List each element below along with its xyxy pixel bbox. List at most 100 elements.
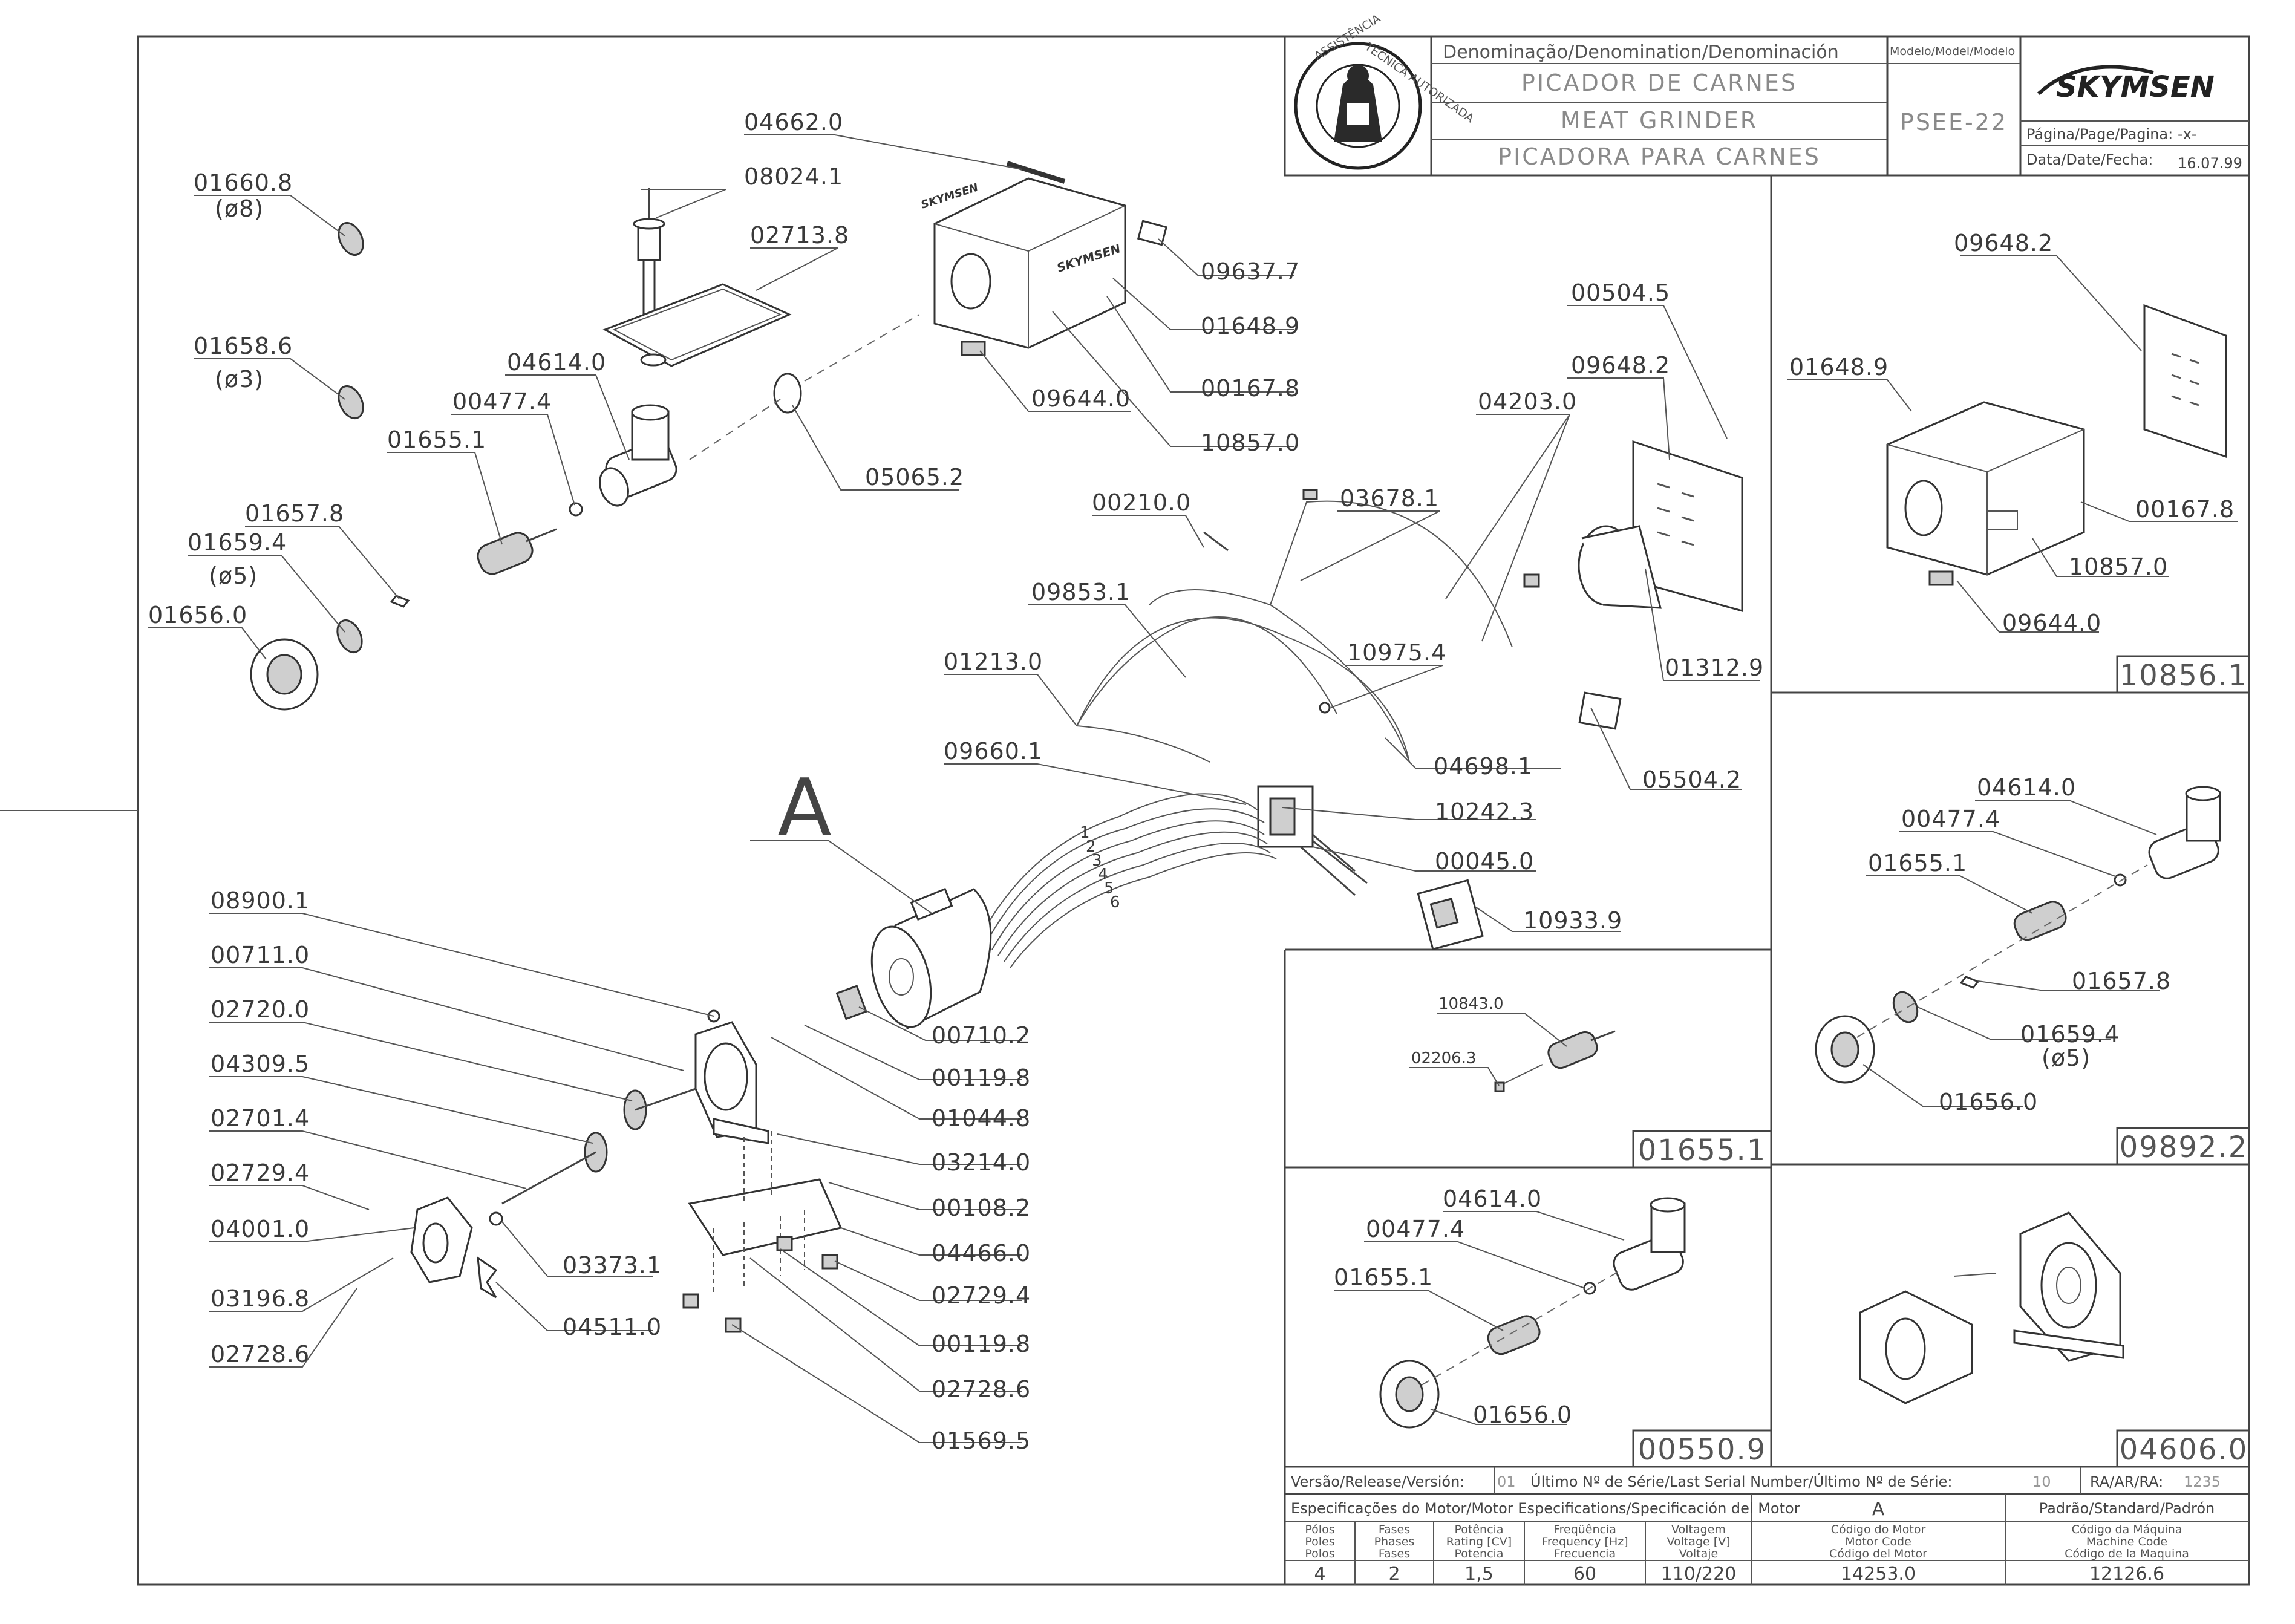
label-00119-8-b: 00119.8 [932, 1331, 1031, 1357]
ra-label: RA/AR/RA: [2090, 1473, 2163, 1490]
label-04662-0: 04662.0 [744, 109, 843, 135]
voltage-label-en: Voltage [V] [1667, 1535, 1730, 1548]
panel-10856-code: 10856.1 [2120, 659, 2248, 693]
date-value: 16.07.99 [2178, 155, 2242, 172]
switch-plate [1417, 879, 1484, 951]
release-value: 01 [1497, 1473, 1516, 1490]
panel-04606-code: 04606.0 [2120, 1433, 2248, 1467]
grinder-body [599, 404, 677, 507]
authorized-service-seal: ASSISTÊNCIA TÉCNICA AUTORIZADA [1294, 11, 1477, 170]
label-05504-2: 05504.2 [1642, 766, 1742, 793]
worm-screw [477, 528, 557, 575]
brand-name: SKYMSEN [2056, 70, 2215, 104]
power-label-pt: Potência [1455, 1523, 1504, 1536]
base-plate [682, 1131, 843, 1333]
label-02728-6-a: 02728.6 [211, 1341, 310, 1368]
motor-code-label-en: Motor Code [1845, 1535, 1911, 1548]
label-00504-5: 00504.5 [1571, 279, 1670, 306]
wire-number-4: 4 [1098, 866, 1108, 884]
label-01659-4-diameter: (ø5) [209, 563, 258, 589]
label-00119-8-a: 00119.8 [932, 1065, 1031, 1091]
title-block: ASSISTÊNCIA TÉCNICA AUTORIZADA Denominaç… [1284, 11, 2250, 177]
panel-01655: 10843.0 02206.3 [1409, 995, 1616, 1092]
panel-09892-knife [1959, 976, 1980, 989]
motor-letter: A [1872, 1499, 1885, 1520]
washer [569, 502, 583, 517]
phases-value: 2 [1388, 1564, 1400, 1585]
fan-guard [1578, 525, 1662, 609]
label-09637-7: 09637.7 [1201, 258, 1300, 285]
label-00167-8: 00167.8 [1201, 375, 1300, 402]
panel-09892-label-5: 01659.4 [2020, 1021, 2120, 1048]
poles-label-en: Poles [1305, 1535, 1334, 1548]
panel-00550-label-1: 04614.0 [1443, 1185, 1542, 1212]
motor-pulley [835, 985, 867, 1020]
label-09853-1: 09853.1 [1031, 579, 1131, 605]
machine-code-label-en: Machine Code [2086, 1535, 2167, 1548]
cable-clip [1203, 531, 1229, 552]
assembly-letter: A [778, 761, 832, 853]
panel-01655-code: 01655.1 [1638, 1133, 1767, 1167]
panel-09892-label-4: 01657.8 [2072, 968, 2171, 994]
label-05065-2: 05065.2 [865, 464, 964, 491]
machine-code-value: 12126.6 [2089, 1564, 2164, 1585]
panel-10856-label-5: 09644.0 [2002, 610, 2101, 636]
label-01655-1: 01655.1 [387, 426, 486, 453]
label-02728-6-b: 02728.6 [932, 1376, 1031, 1403]
label-03373-1: 03373.1 [563, 1252, 662, 1279]
label-01312-9: 01312.9 [1665, 654, 1764, 681]
date-label: Data/Date/Fecha: [2026, 151, 2153, 168]
denomination-label: Denominação/Denomination/Denominación [1443, 42, 1839, 63]
label-08024-1: 08024.1 [744, 163, 843, 190]
label-04466-0: 04466.0 [932, 1240, 1031, 1267]
label-10933-9: 10933.9 [1523, 907, 1622, 934]
label-01660-8: 01660.8 [194, 169, 293, 196]
machine-code-label-es: Código de la Maquina [2065, 1547, 2189, 1560]
panel-09892-label-3: 01655.1 [1868, 850, 1967, 876]
panel-10856-rear-plate [2143, 304, 2227, 458]
label-03678-1: 03678.1 [1340, 485, 1439, 512]
standard-label: Padrão/Standard/Padrón [2039, 1500, 2215, 1517]
panel-01655-label-1: 10843.0 [1438, 995, 1504, 1013]
wire-number-5: 5 [1104, 879, 1114, 898]
phases-label-pt: Fases [1379, 1523, 1410, 1536]
model-label: Modelo/Model/Modelo [1890, 45, 2015, 58]
page-value: -x- [2178, 126, 2197, 143]
product-name-pt: PICADOR DE CARNES [1521, 70, 1797, 96]
panel-00550-worm [1487, 1315, 1541, 1355]
gearbox-housing [694, 1009, 769, 1144]
power-label-en: Rating [CV] [1446, 1535, 1512, 1548]
page-label: Página/Page/Pagina: [2026, 126, 2173, 143]
panel-09892-label-1: 04614.0 [1977, 774, 2076, 801]
panel-10856-label-4: 10857.0 [2069, 553, 2168, 580]
label-04614-0: 04614.0 [507, 349, 606, 376]
label-02720-0: 02720.0 [211, 996, 310, 1023]
star-key [477, 1256, 498, 1299]
last-serial-label: Último Nº de Série/Last Serial Number/Úl… [1530, 1472, 1952, 1490]
label-02729-4-a: 02729.4 [211, 1159, 310, 1186]
label-10242-3: 10242.3 [1435, 798, 1534, 825]
instruction-label [1578, 691, 1622, 730]
label-04001-0: 04001.0 [211, 1216, 310, 1242]
panel-10856-housing [1886, 401, 2085, 576]
panel-09892-code-box: 09892.2 [2116, 1127, 2250, 1166]
power-value: 1,5 [1464, 1564, 1494, 1585]
panel-04606-front-flange [1859, 1290, 1973, 1404]
wire-harness [979, 793, 1277, 968]
voltage-value: 110/220 [1661, 1564, 1737, 1585]
label-01569-5: 01569.5 [932, 1427, 1031, 1454]
label-08900-1: 08900.1 [211, 887, 310, 914]
panel-04606-gear-housing [2013, 1211, 2124, 1362]
wire-number-1: 1 [1080, 824, 1090, 842]
freq-label-en: Frequency [Hz] [1541, 1535, 1628, 1548]
warning-label [1137, 220, 1168, 246]
label-09644-0: 09644.0 [1031, 385, 1131, 412]
label-01658-6: 01658.6 [194, 333, 293, 359]
gears [501, 1088, 696, 1205]
panel-01655-pin [1494, 1081, 1505, 1092]
voltage-label-es: Voltaje [1679, 1547, 1719, 1560]
label-02713-8: 02713.8 [750, 222, 849, 249]
label-01044-8: 01044.8 [932, 1105, 1031, 1132]
terminal-block [1257, 785, 1368, 896]
label-10975-4: 10975.4 [1347, 639, 1446, 666]
